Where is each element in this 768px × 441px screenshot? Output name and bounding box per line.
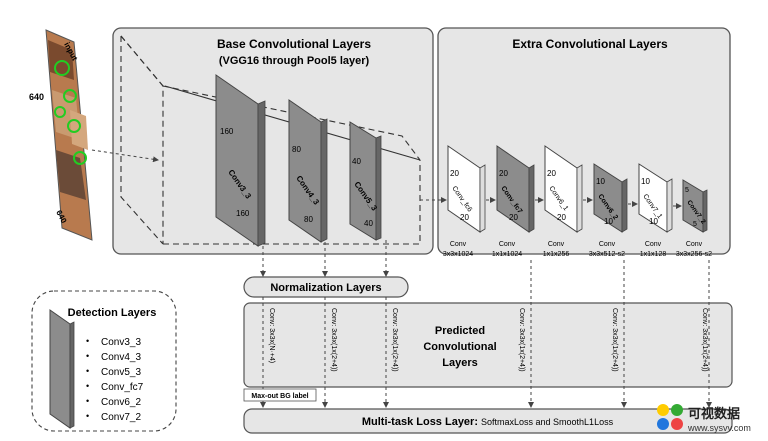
input-height-label: 640 [29,92,44,102]
conv-fc6-spec: 3x3x1024 [443,251,473,258]
pred-conv-label-5: Conv: 3x3x(1x(2+4)) [611,308,618,372]
conv7-2-kind: Conv [686,241,703,248]
conv7-2-side [702,189,708,233]
watermark-title: 可视数据 [688,406,740,421]
conv6-2-top-size: 10 [596,177,605,186]
detection-bullet: • [86,336,89,346]
conv-fc7-top-size: 20 [499,169,508,178]
detection-item: Conv7_2 [101,412,141,423]
conv6-2-bottom-size: 10 [604,217,613,226]
detection-list: • Conv3_3 • Conv4_3 • Conv5_3 • Conv_fc7… [86,336,144,423]
watermark-logo [657,404,683,430]
loss-detail: SoftmaxLoss and SmoothL1Loss [481,417,614,427]
conv-fc6-side [479,164,486,233]
loss-text: Multi-task Loss Layer: [362,416,478,428]
extra-title: Extra Convolutional Layers [512,37,668,51]
detection-item: Conv6_2 [101,397,141,408]
conv7-1-spec: 1x1x128 [640,251,667,258]
conv7-2-bottom-size: 5 [693,221,697,228]
conv6-2-kind: Conv [599,241,616,248]
conv5-3-bottom-size: 40 [364,219,373,228]
conv-fc7-bottom-size: 20 [509,213,518,222]
conv6-1-bottom-size: 20 [557,213,566,222]
detection-layer-icon [49,309,71,429]
pred-conv-label-2: Conv: 3x3x(1x(2+4)) [330,308,337,372]
conv3-3-top-size: 160 [220,127,234,136]
conv7-2-spec: 3x3x256-s2 [676,251,712,258]
conv6-2-spec: 3x3x512-s2 [589,251,625,258]
detection-bullet: • [86,396,89,406]
normalization-label: Normalization Layers [270,282,381,294]
watermark-url: www.sysvv.com [687,423,751,433]
loss-title: Multi-task Loss Layer: [362,416,478,428]
conv7-1-bottom-size: 10 [649,217,658,226]
detection-item: Conv3_3 [101,337,141,348]
detection-item: Conv4_3 [101,352,141,363]
conv4-3-top-size: 80 [292,145,301,154]
conv-fc7-spec: 1x1x1024 [492,251,522,258]
conv4-3-bottom-size: 80 [304,215,313,224]
maxout-box [243,388,317,402]
predicted-line3: Layers [442,357,477,369]
conv6-1-kind: Conv [548,241,565,248]
conv-fc6-bottom-size: 20 [460,213,469,222]
loss-box [243,408,733,434]
maxout-label: Max-out BG label [251,393,308,400]
base-title: Base Convolutional Layers [217,37,371,51]
detection-bullet: • [86,381,89,391]
conv6-1-top-size: 20 [547,169,556,178]
conv7-1-kind: Conv [645,241,662,248]
conv7-2-top-size: 5 [685,187,689,194]
pred-conv-label-1: Conv: 3x3x(N·+4) [268,308,275,363]
conv3-3-bottom-size: 160 [236,209,250,218]
pred-conv-label-3: Conv: 3x3x(1x(2+4)) [391,308,398,372]
predicted-box [243,302,733,388]
conv3-3-block [215,74,259,247]
conv3-3-side [257,100,266,247]
input-arrow [91,149,159,163]
predicted-line1: Predicted [435,325,485,337]
conv-fc6-kind: Conv [450,241,467,248]
conv6-1-spec: 1x1x256 [543,251,570,258]
pred-conv-label-4: Conv: 3x3x(1x(2+4)) [518,308,525,372]
conv6-2-side [621,178,628,233]
predicted-line2: Convolutional [423,341,496,353]
detection-bullet: • [86,366,89,376]
conv7-1-side [666,178,673,233]
detection-item: Conv5_3 [101,367,141,378]
conv6-1-side [576,164,583,233]
base-subtitle: (VGG16 through Pool5 layer) [219,55,370,67]
conv5-3-side [375,135,382,241]
conv-fc7-side [528,164,535,233]
conv7-1-top-size: 10 [641,177,650,186]
detection-layer-icon-side [69,321,75,429]
detection-bullet: • [86,411,89,421]
pred-conv-label-6: Conv: 3x3x(1x(2+4)) [701,308,708,372]
detection-title: Detection Layers [68,307,157,319]
conv5-3-top-size: 40 [352,157,361,166]
conv4-3-side [320,118,328,243]
normalization-box [243,276,409,298]
detection-bullet: • [86,351,89,361]
extra-flow-arrows [420,197,682,209]
conv-fc7-kind: Conv [499,241,516,248]
detection-item: Conv_fc7 [101,382,144,393]
input-image [45,29,93,241]
conv-fc6-top-size: 20 [450,169,459,178]
